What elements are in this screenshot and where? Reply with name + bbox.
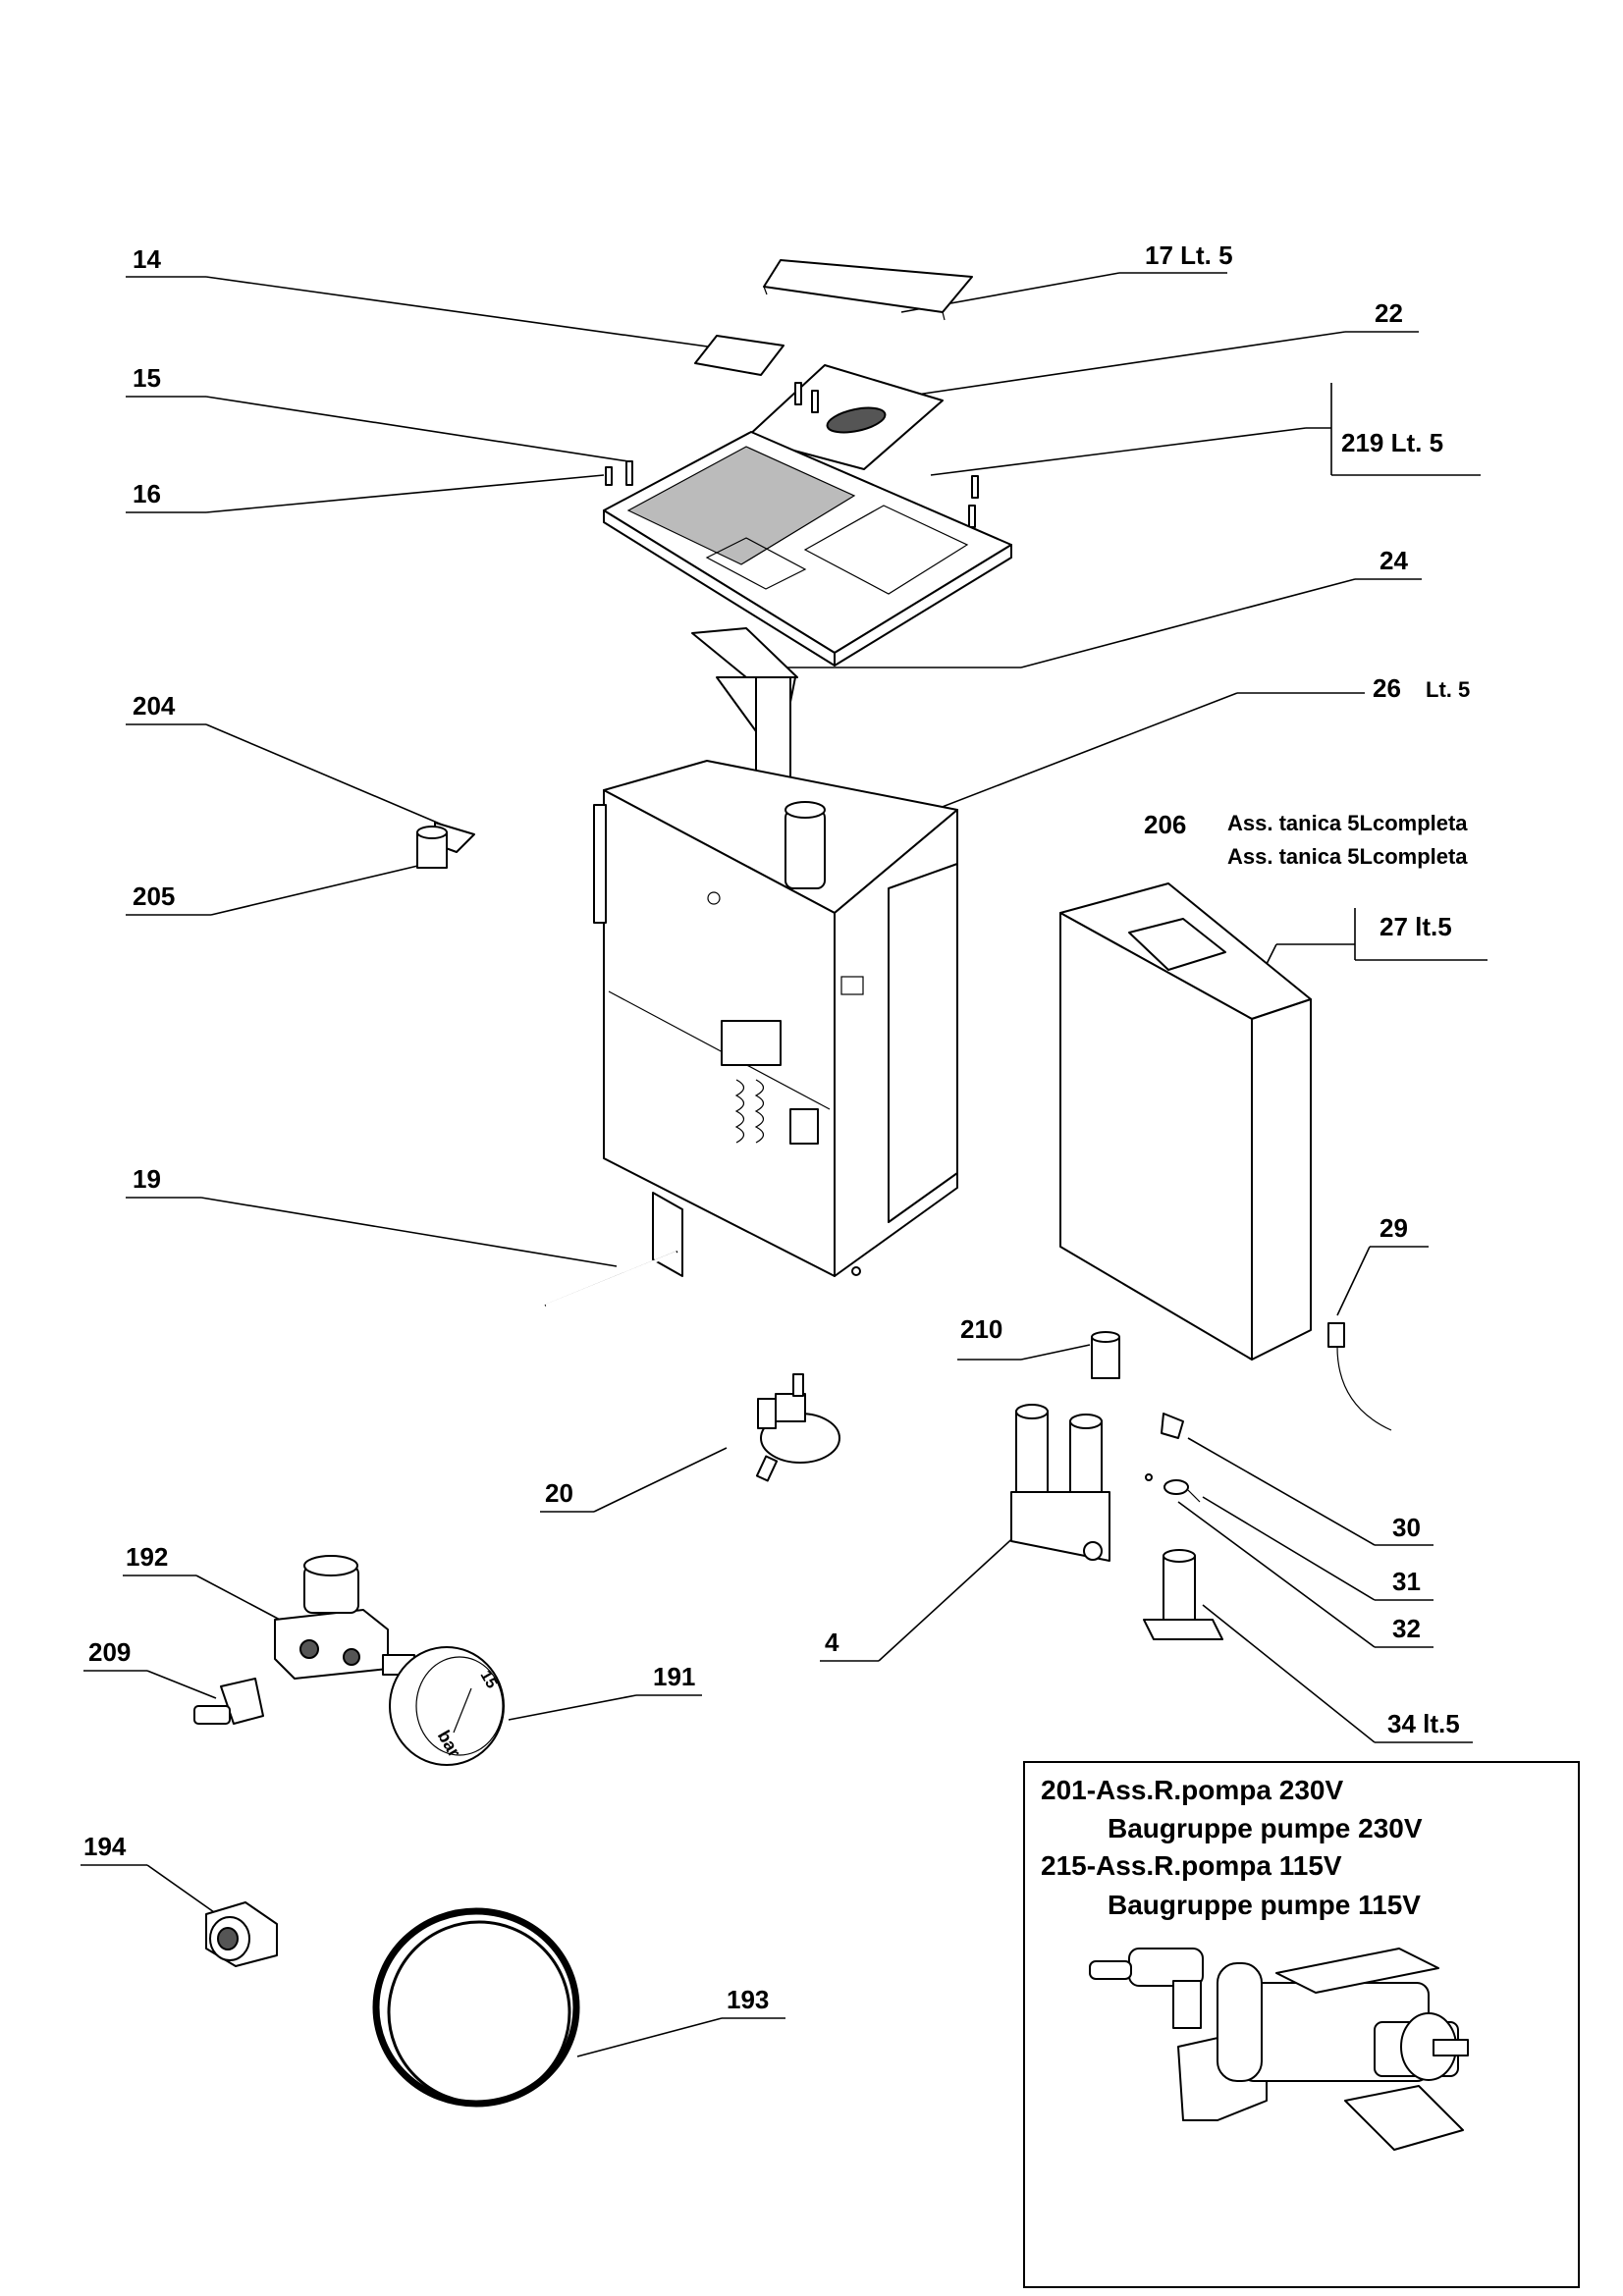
part-22-plate — [745, 364, 944, 470]
label-206-line1: Ass. tanica 5Lcompleta — [1227, 811, 1468, 835]
label-17: 17 Lt. 5 — [1145, 240, 1233, 270]
label-29: 29 — [1380, 1213, 1408, 1243]
label-31: 31 — [1392, 1567, 1421, 1596]
label-26-suffix: Lt. 5 — [1426, 677, 1470, 702]
part-26-frame — [593, 760, 958, 1277]
label-4: 4 — [825, 1628, 839, 1657]
pump-line-3: 215-Ass.R.pompa 115V — [1041, 1850, 1342, 1881]
pump-assembly-box: 201-Ass.R.pompa 230V Baugruppe pumpe 230… — [1023, 1761, 1580, 2288]
pump-line-1: 201-Ass.R.pompa 230V — [1041, 1775, 1343, 1805]
label-30: 30 — [1392, 1513, 1421, 1542]
part-24-chute — [691, 627, 798, 781]
part-210-cylinder — [1091, 1331, 1120, 1379]
part-27-water-tank — [1059, 882, 1312, 1361]
label-32: 32 — [1392, 1614, 1421, 1643]
label-26: 26 — [1373, 673, 1401, 703]
part-19-rod — [544, 1192, 683, 1308]
label-14: 14 — [133, 244, 161, 274]
part-191-pressure-gauge: 15 bar — [389, 1646, 505, 1766]
part-192-regulator — [274, 1555, 415, 1680]
label-19: 19 — [133, 1164, 161, 1194]
part-15-16-screws — [605, 382, 979, 609]
label-16: 16 — [133, 479, 161, 508]
label-191: 191 — [653, 1662, 695, 1691]
label-22: 22 — [1375, 298, 1403, 328]
callout-labels: 14 17 Lt. 5 22 15 219 Lt. 5 16 24 26 Lt.… — [81, 240, 1488, 2057]
part-4-tube-block — [1010, 1404, 1110, 1562]
part-209-elbow — [193, 1678, 264, 1725]
part-29-sensor — [1327, 1322, 1392, 1431]
gauge-scale-label: 15 — [477, 1668, 501, 1691]
part-14-small-cover — [694, 335, 784, 376]
label-192: 192 — [126, 1542, 168, 1572]
label-210: 210 — [960, 1314, 1002, 1344]
label-205: 205 — [133, 881, 175, 911]
label-204: 204 — [133, 691, 176, 721]
pump-drawing — [1089, 1948, 1469, 2151]
label-193: 193 — [727, 1985, 769, 2014]
label-20: 20 — [545, 1478, 573, 1508]
label-24: 24 — [1380, 546, 1408, 575]
label-209: 209 — [88, 1637, 131, 1667]
part-194-fitting — [205, 1901, 278, 1967]
pump-line-2: Baugruppe pumpe 230V — [1108, 1813, 1423, 1843]
part-20-valve — [755, 1373, 840, 1482]
label-206: 206 — [1144, 810, 1186, 839]
label-27: 27 lt.5 — [1380, 912, 1452, 941]
part-34-cylinder — [1143, 1549, 1223, 1640]
part-219-drip-tray — [603, 431, 1012, 667]
part-17-top-cover — [763, 259, 973, 321]
label-15: 15 — [133, 363, 161, 393]
label-219: 219 Lt. 5 — [1341, 428, 1443, 457]
part-193-hose-coil — [372, 1907, 580, 2108]
label-206-line2: Ass. tanica 5Lcompleta — [1227, 844, 1468, 869]
part-204-205-bushing — [416, 822, 475, 869]
label-34: 34 lt.5 — [1387, 1709, 1460, 1738]
part-30-31-32-fittings — [1145, 1413, 1201, 1503]
pump-line-4: Baugruppe pumpe 115V — [1108, 1890, 1421, 1920]
label-194: 194 — [83, 1832, 127, 1861]
